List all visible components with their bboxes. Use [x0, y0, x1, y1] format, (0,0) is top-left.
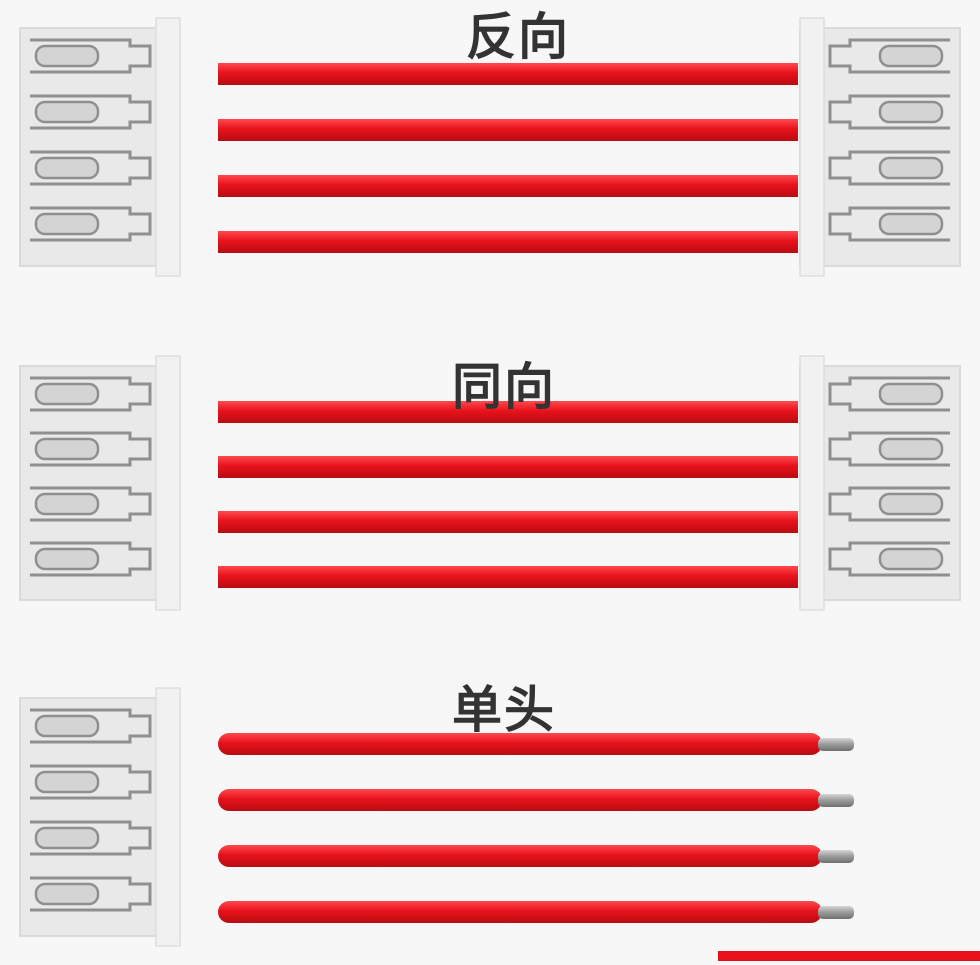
- pin-slot: [34, 382, 100, 406]
- stripped-wire-tip: [818, 738, 854, 751]
- terminal-cavity: [828, 38, 950, 74]
- terminal-cavity: [30, 431, 152, 467]
- connector-left: [19, 687, 181, 947]
- terminal-cavity: [30, 541, 152, 577]
- pin-slot: [878, 437, 944, 461]
- pin-slot: [878, 100, 944, 124]
- pin-slot: [34, 882, 100, 906]
- wire: [218, 119, 798, 141]
- section-title-same-direction: 同向: [452, 358, 556, 416]
- accent-bar: [718, 951, 980, 961]
- terminal-cavity: [828, 376, 950, 412]
- connector-right: [799, 17, 961, 277]
- wire: [218, 231, 798, 253]
- pin-slot: [878, 547, 944, 571]
- terminal-cavity: [30, 708, 152, 744]
- pin-slot: [34, 212, 100, 236]
- wire: [218, 845, 822, 867]
- connector-left: [19, 355, 181, 611]
- connector-flange: [155, 355, 181, 611]
- pin-slot: [34, 44, 100, 68]
- connector-flange: [155, 17, 181, 277]
- pin-slot: [878, 382, 944, 406]
- terminal-cavity: [828, 486, 950, 522]
- wire: [218, 566, 798, 588]
- pin-slot: [878, 44, 944, 68]
- pin-slot: [34, 156, 100, 180]
- wire: [218, 733, 822, 755]
- connector-flange: [155, 687, 181, 947]
- pin-slot: [34, 492, 100, 516]
- connector-left: [19, 17, 181, 277]
- terminal-cavity: [30, 94, 152, 130]
- pin-slot: [34, 770, 100, 794]
- stripped-wire-tip: [818, 906, 854, 919]
- terminal-cavity: [30, 486, 152, 522]
- terminal-cavity: [30, 150, 152, 186]
- pin-slot: [34, 100, 100, 124]
- terminal-cavity: [828, 541, 950, 577]
- section-title-reverse: 反向: [466, 8, 570, 66]
- pin-slot: [878, 492, 944, 516]
- harness-single: [19, 687, 854, 947]
- connector-flange: [799, 355, 825, 611]
- terminal-cavity: [828, 431, 950, 467]
- wire: [218, 175, 798, 197]
- terminal-cavity: [30, 206, 152, 242]
- pin-slot: [34, 437, 100, 461]
- pin-slot: [34, 714, 100, 738]
- terminal-cavity: [828, 94, 950, 130]
- stripped-wire-tip: [818, 850, 854, 863]
- terminal-cavity: [30, 376, 152, 412]
- wire: [218, 511, 798, 533]
- stripped-wire-tip: [818, 794, 854, 807]
- connector-flange: [799, 17, 825, 277]
- harness-same: [19, 355, 961, 611]
- connector-right: [799, 355, 961, 611]
- wire: [218, 63, 798, 85]
- wire: [218, 789, 822, 811]
- terminal-cavity: [30, 876, 152, 912]
- terminal-cavity: [30, 820, 152, 856]
- wire: [218, 401, 798, 423]
- pin-slot: [34, 547, 100, 571]
- terminal-cavity: [30, 38, 152, 74]
- harness-reverse: [19, 17, 961, 277]
- pin-slot: [878, 212, 944, 236]
- terminal-cavity: [30, 764, 152, 800]
- pin-slot: [878, 156, 944, 180]
- section-title-single-end: 单头: [452, 681, 556, 739]
- pin-slot: [34, 826, 100, 850]
- wire: [218, 456, 798, 478]
- wire: [218, 901, 822, 923]
- terminal-cavity: [828, 150, 950, 186]
- terminal-cavity: [828, 206, 950, 242]
